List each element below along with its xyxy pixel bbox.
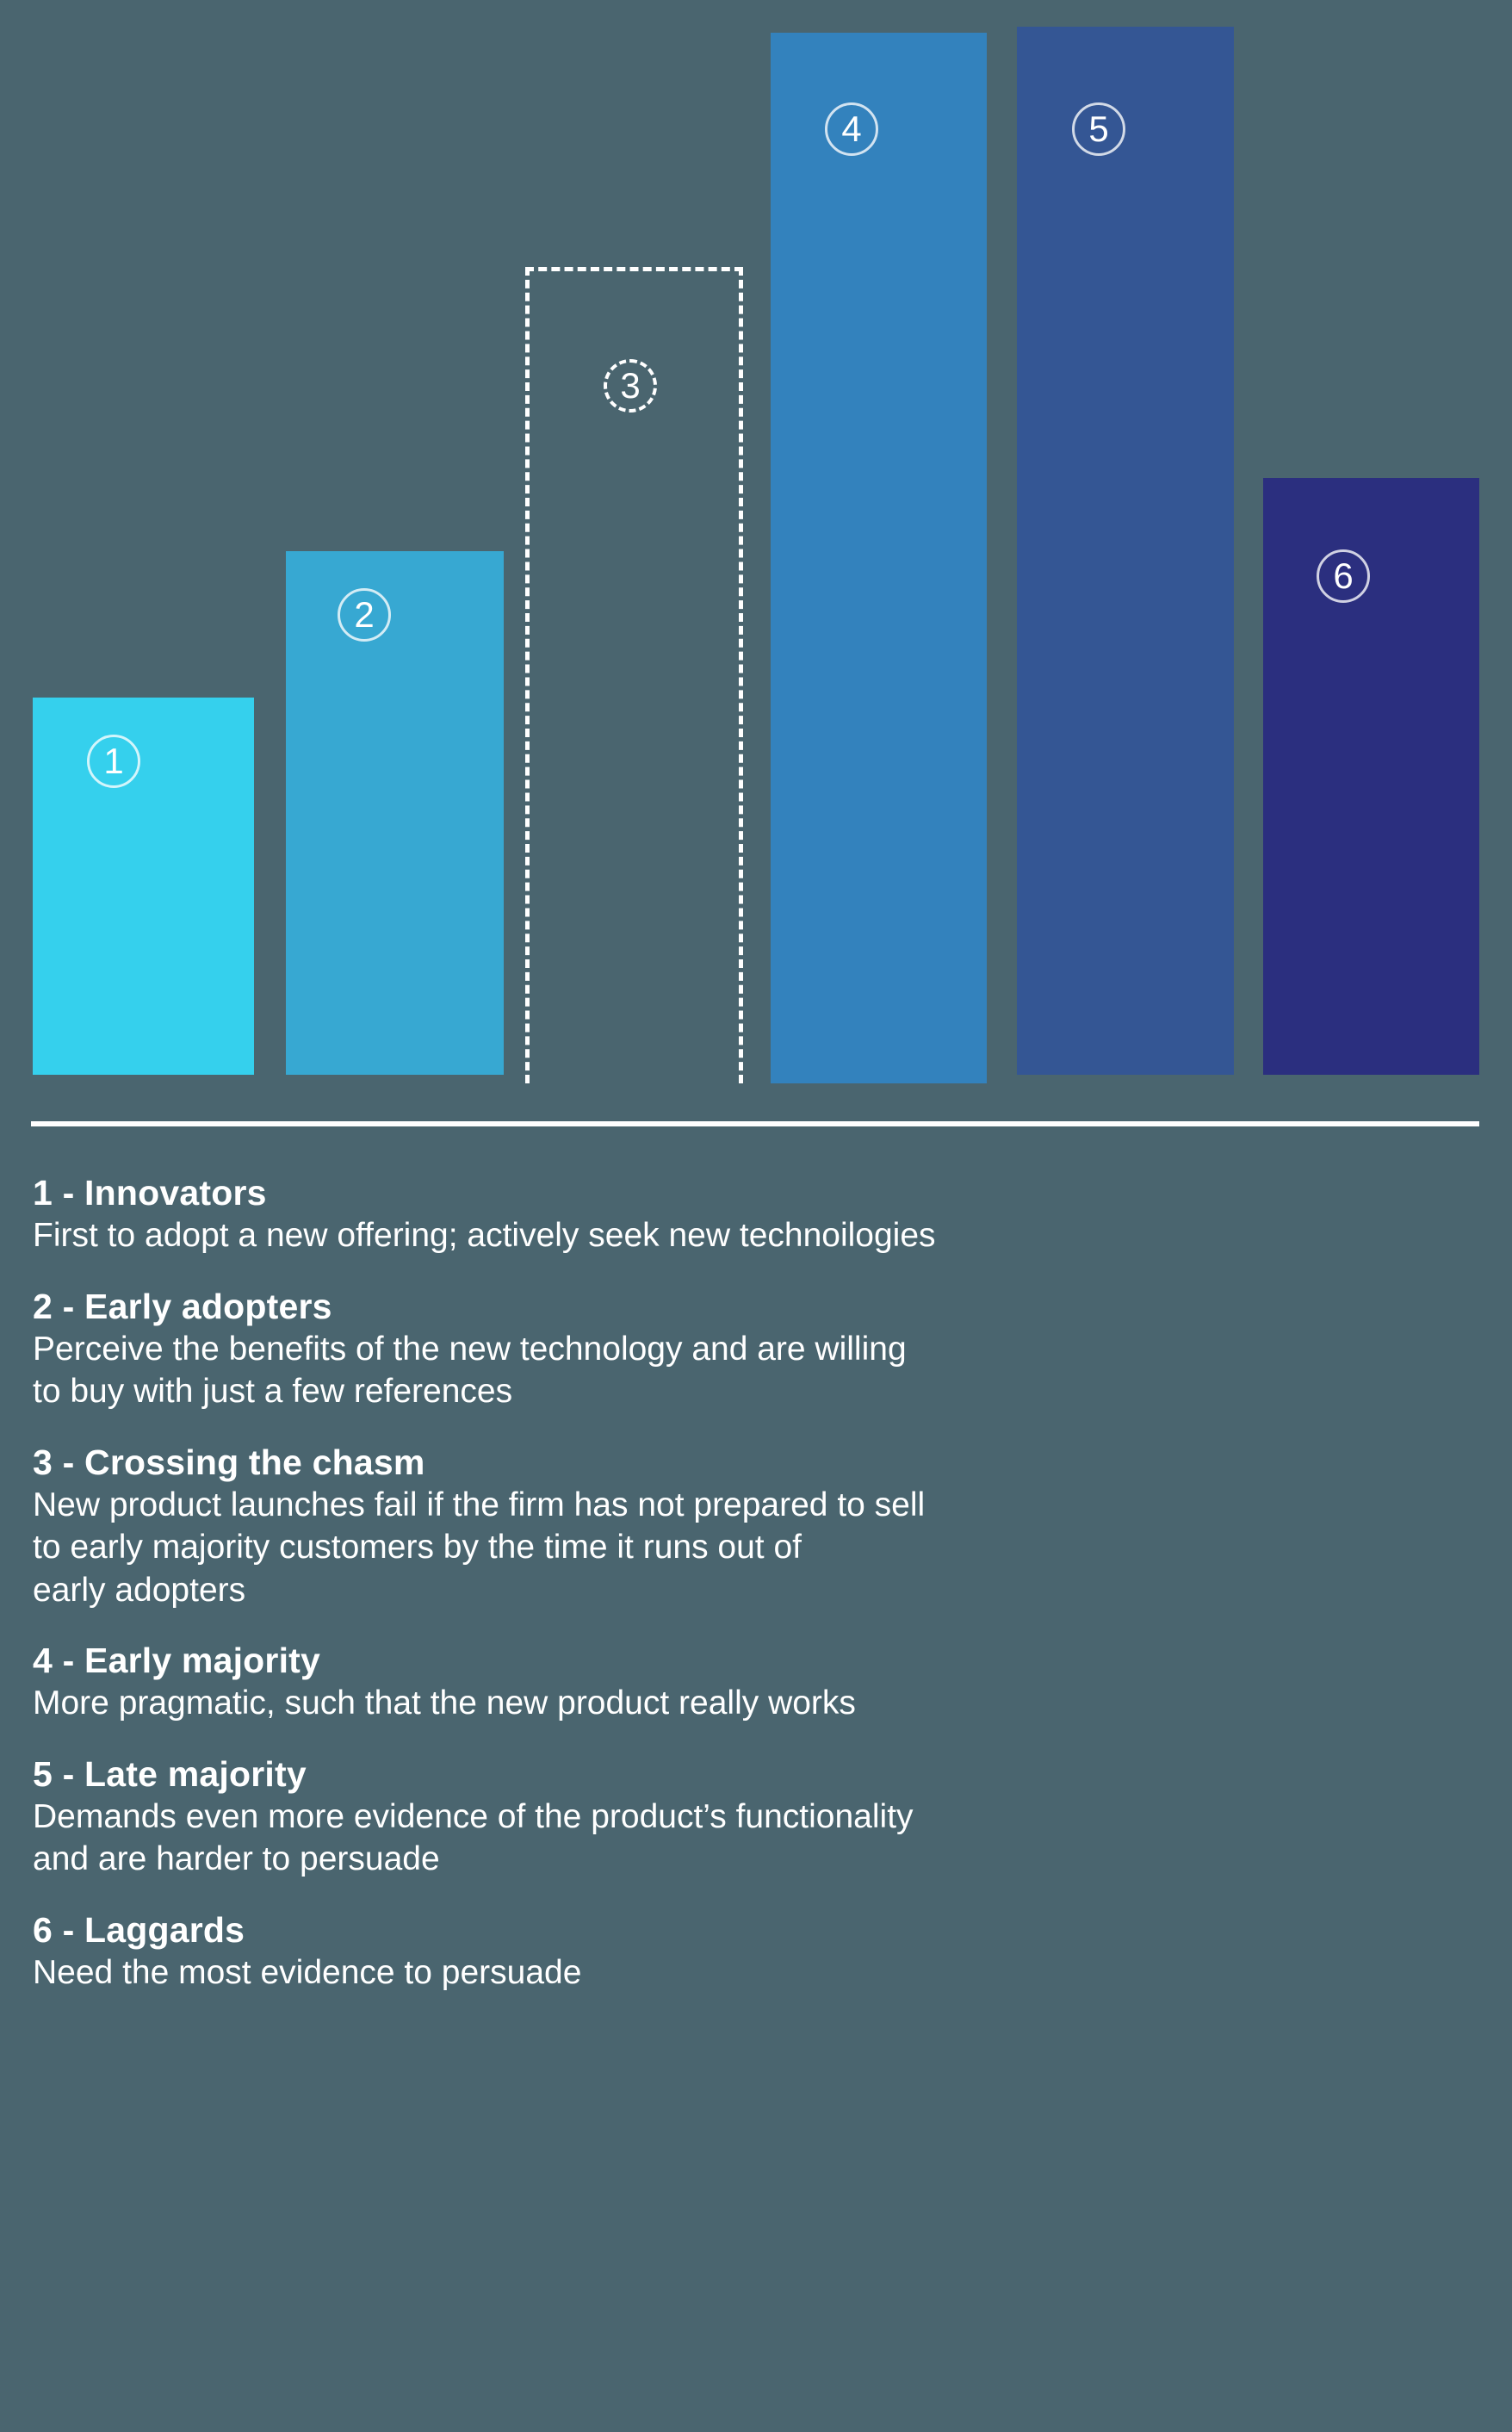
legend-item-title: 3 - Crossing the chasm	[33, 1442, 425, 1482]
legend-item-title: 1 - Innovators	[33, 1173, 267, 1213]
bar-3	[525, 267, 743, 1083]
bar-badge-5: 5	[1072, 102, 1125, 156]
bar-4	[771, 33, 987, 1083]
bar-badge-2: 2	[338, 588, 391, 642]
legend-item-description: First to adopt a new offering; actively …	[33, 1217, 936, 1255]
legend-item-description: More pragmatic, such that the new produc…	[33, 1684, 856, 1722]
legend-item-title: 4 - Early majority	[33, 1641, 321, 1681]
legend-item-title: 2 - Early adopters	[33, 1286, 332, 1326]
adoption-curve-bar-chart: 1 2 3 4 5 6	[0, 0, 1512, 1085]
bar-6	[1263, 478, 1479, 1075]
bar-badge-1: 1	[87, 735, 140, 788]
legend-item-description: Need the most evidence to persuade	[33, 1953, 582, 1991]
legend-item-description: Perceive the benefits of the new technol…	[33, 1330, 907, 1411]
bar-badge-6: 6	[1317, 549, 1370, 603]
legend-item-title: 6 - Laggards	[33, 1909, 245, 1950]
bar-2	[286, 551, 504, 1075]
section-divider	[31, 1121, 1479, 1126]
legend-item-description: New product launches fail if the firm ha…	[33, 1486, 926, 1609]
bar-5	[1017, 27, 1234, 1075]
legend-item-title: 5 - Late majority	[33, 1753, 307, 1794]
legend-item-description: Demands even more evidence of the produc…	[33, 1797, 914, 1878]
bar-badge-3: 3	[604, 359, 657, 413]
bar-badge-4: 4	[825, 102, 878, 156]
bar-1	[33, 698, 254, 1075]
